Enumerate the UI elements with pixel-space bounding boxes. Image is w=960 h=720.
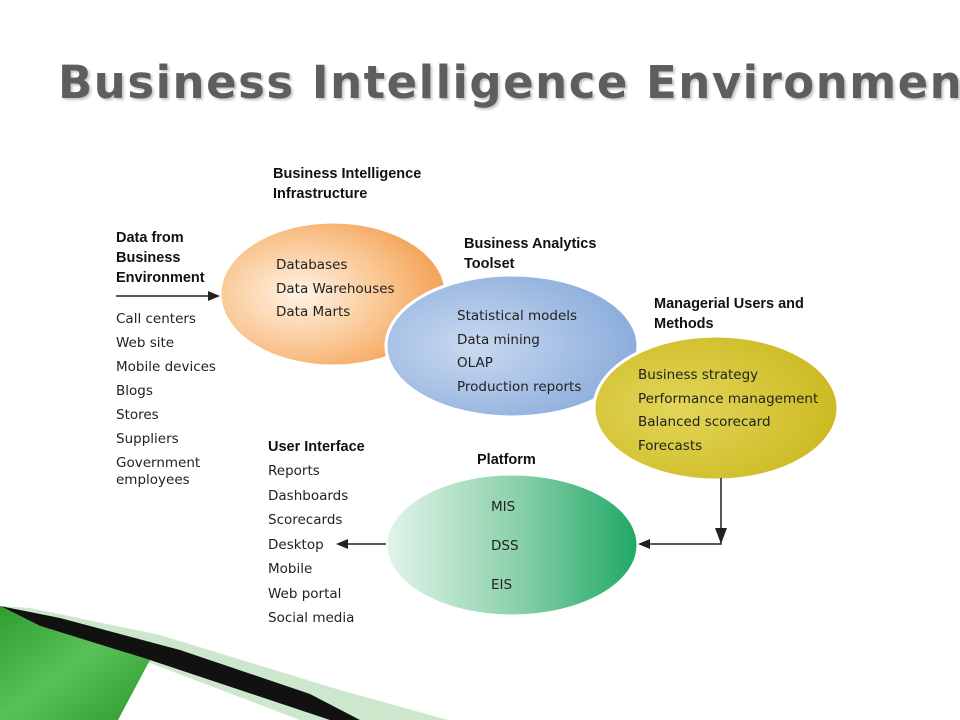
infrastructure-list: Databases Data Warehouses Data Marts (276, 254, 395, 325)
list-item: OLAP (457, 355, 493, 371)
platform-list: MIS DSS EIS (491, 488, 519, 605)
list-item: Scorecards (268, 512, 343, 528)
list-item: Reports (268, 463, 320, 479)
user-interface-list: Reports Dashboards Scorecards Desktop Mo… (268, 459, 354, 631)
list-item: DSS (491, 538, 519, 554)
managerial-ellipse (592, 334, 840, 482)
list-item: Dashboards (268, 487, 349, 504)
managerial-down-arrowhead (715, 528, 727, 544)
list-item: Data Warehouses (276, 280, 395, 297)
list-item: Mobile (268, 561, 313, 577)
list-item: Databases (276, 257, 348, 273)
list-item: Government employees (116, 455, 201, 488)
list-item: Call centers (116, 311, 196, 327)
slide-title: Business Intelligence Environment (58, 56, 960, 109)
analytics-heading: Business Analytics Toolset (464, 236, 597, 272)
managerial-to-platform-arrow (638, 478, 722, 549)
list-item: Performance management (638, 390, 819, 407)
analytics-list: Statistical models Data mining OLAP Prod… (457, 305, 581, 399)
list-item: Mobile devices (116, 359, 216, 375)
slide-corner-decoration (0, 606, 448, 720)
list-item: Data Marts (276, 304, 351, 320)
infrastructure-heading: Business Intelligence Infrastructure (273, 166, 422, 202)
list-item: Forecasts (638, 437, 703, 454)
list-item: Desktop (268, 536, 324, 553)
platform-heading: Platform (477, 452, 536, 468)
managerial-heading: Managerial Users and Methods (654, 296, 804, 332)
list-item: Social media (268, 610, 355, 626)
list-item: Stores (116, 407, 159, 423)
analytics-ellipse (384, 273, 640, 419)
list-item: Web site (116, 335, 175, 351)
list-item: Production reports (457, 378, 582, 395)
list-item: Suppliers (116, 431, 179, 447)
list-item: Web portal (268, 585, 342, 602)
data-source-list: Call centers Web site Mobile devices Blo… (116, 311, 216, 496)
list-item: Statistical models (457, 308, 578, 324)
list-item: EIS (491, 577, 513, 593)
managerial-list: Business strategy Performance management… (638, 364, 818, 458)
list-item: Data mining (457, 331, 540, 348)
list-item: MIS (491, 499, 516, 515)
list-item: Balanced scorecard (638, 414, 771, 430)
user-interface-heading: User Interface (268, 439, 365, 455)
list-item: Blogs (116, 383, 153, 399)
list-item: Business strategy (638, 367, 759, 383)
data-source-heading: Data from Business Environment (116, 230, 205, 286)
